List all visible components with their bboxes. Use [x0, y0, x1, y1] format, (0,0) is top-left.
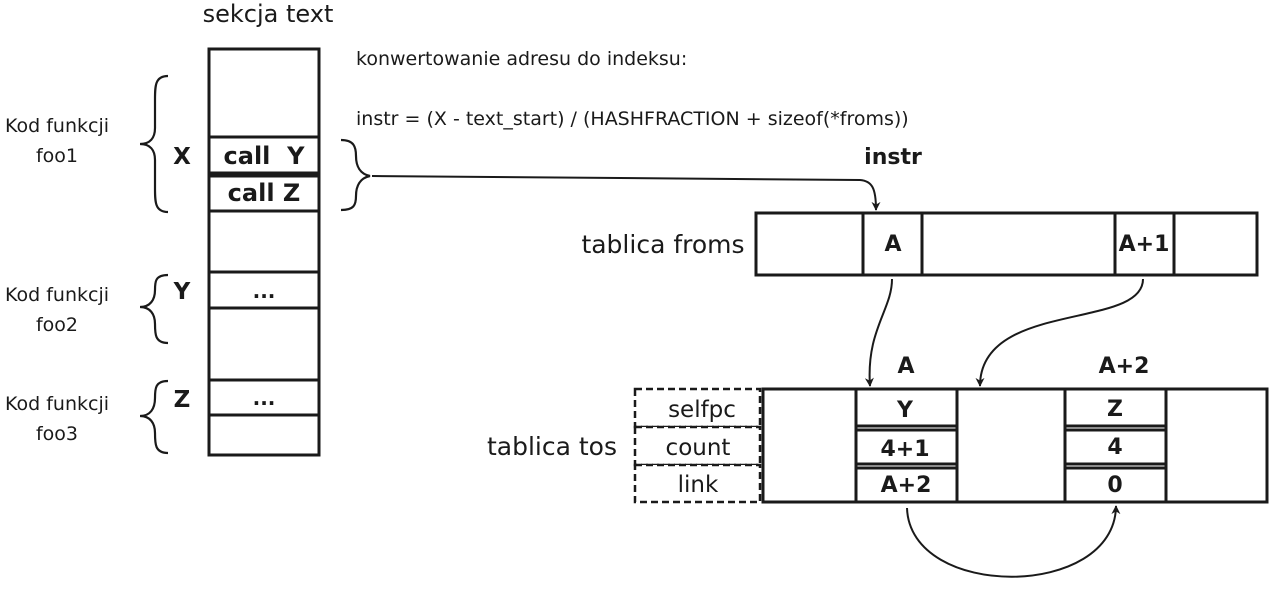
tos-a2-selfpc: Z	[1107, 397, 1123, 422]
foo1-label-line2: foo1	[36, 145, 78, 167]
foo2-label-line1: Kod funkcji	[5, 284, 109, 306]
foo2-ellipsis: ...	[253, 279, 276, 303]
field-box-link	[633, 463, 762, 504]
field-link: link	[678, 472, 719, 498]
tos-col-a-header: A	[897, 354, 914, 379]
instr-arrow	[371, 175, 881, 211]
tos-a-count: 4+1	[880, 437, 929, 462]
marker-z: Z	[174, 387, 191, 413]
foo3-ellipsis: ...	[253, 386, 276, 410]
foo3-brace	[139, 379, 169, 455]
tos-col-a2-header: A+2	[1099, 354, 1150, 379]
tos-a2-count: 4	[1107, 435, 1122, 460]
text-section-dividers	[209, 135, 319, 417]
tos-entry-a	[854, 387, 959, 504]
tos-entry-a2	[1063, 387, 1168, 504]
field-box-selfpc	[633, 387, 762, 429]
marker-x: X	[173, 144, 191, 170]
instr-label: instr	[864, 145, 922, 170]
conversion-formula: instr = (X - text_start) / (HASHFRACTION…	[356, 108, 909, 130]
text-section-title: sekcja text	[203, 0, 334, 28]
call-brace	[340, 138, 371, 212]
froms-array	[754, 211, 1259, 277]
field-count: count	[666, 435, 731, 461]
foo3-label-line1: Kod funkcji	[5, 393, 109, 415]
marker-y: Y	[173, 279, 191, 305]
froms-cell-a1: A+1	[1119, 232, 1170, 257]
froms-cell-a: A	[884, 232, 901, 257]
foo1-brace	[139, 74, 169, 214]
text-section-column	[207, 47, 321, 457]
foo3-label-line2: foo3	[36, 423, 78, 445]
link-arrow	[906, 505, 1121, 578]
tos-dividers	[856, 424, 1166, 470]
froms-a1-to-tos-arrow	[975, 278, 1144, 387]
foo1-label-line1: Kod funkcji	[5, 115, 109, 137]
conversion-heading: konwertowanie adresu do indeksu:	[356, 48, 687, 70]
field-selfpc: selfpc	[668, 397, 736, 423]
tos-a2-link: 0	[1107, 473, 1122, 498]
froms-title: tablica froms	[581, 230, 744, 259]
foo2-label-line2: foo2	[36, 314, 78, 336]
foo2-brace	[139, 273, 169, 345]
tos-a-selfpc: Y	[896, 398, 914, 423]
call-z-instruction: call Z	[228, 179, 301, 207]
tos-array	[761, 387, 1269, 504]
froms-dividers	[861, 213, 1176, 275]
froms-a-to-tos-arrow	[864, 278, 893, 387]
call-y-instruction: call Y	[224, 142, 306, 170]
tos-title: tablica tos	[487, 432, 617, 461]
tos-a-link: A+2	[881, 473, 932, 498]
